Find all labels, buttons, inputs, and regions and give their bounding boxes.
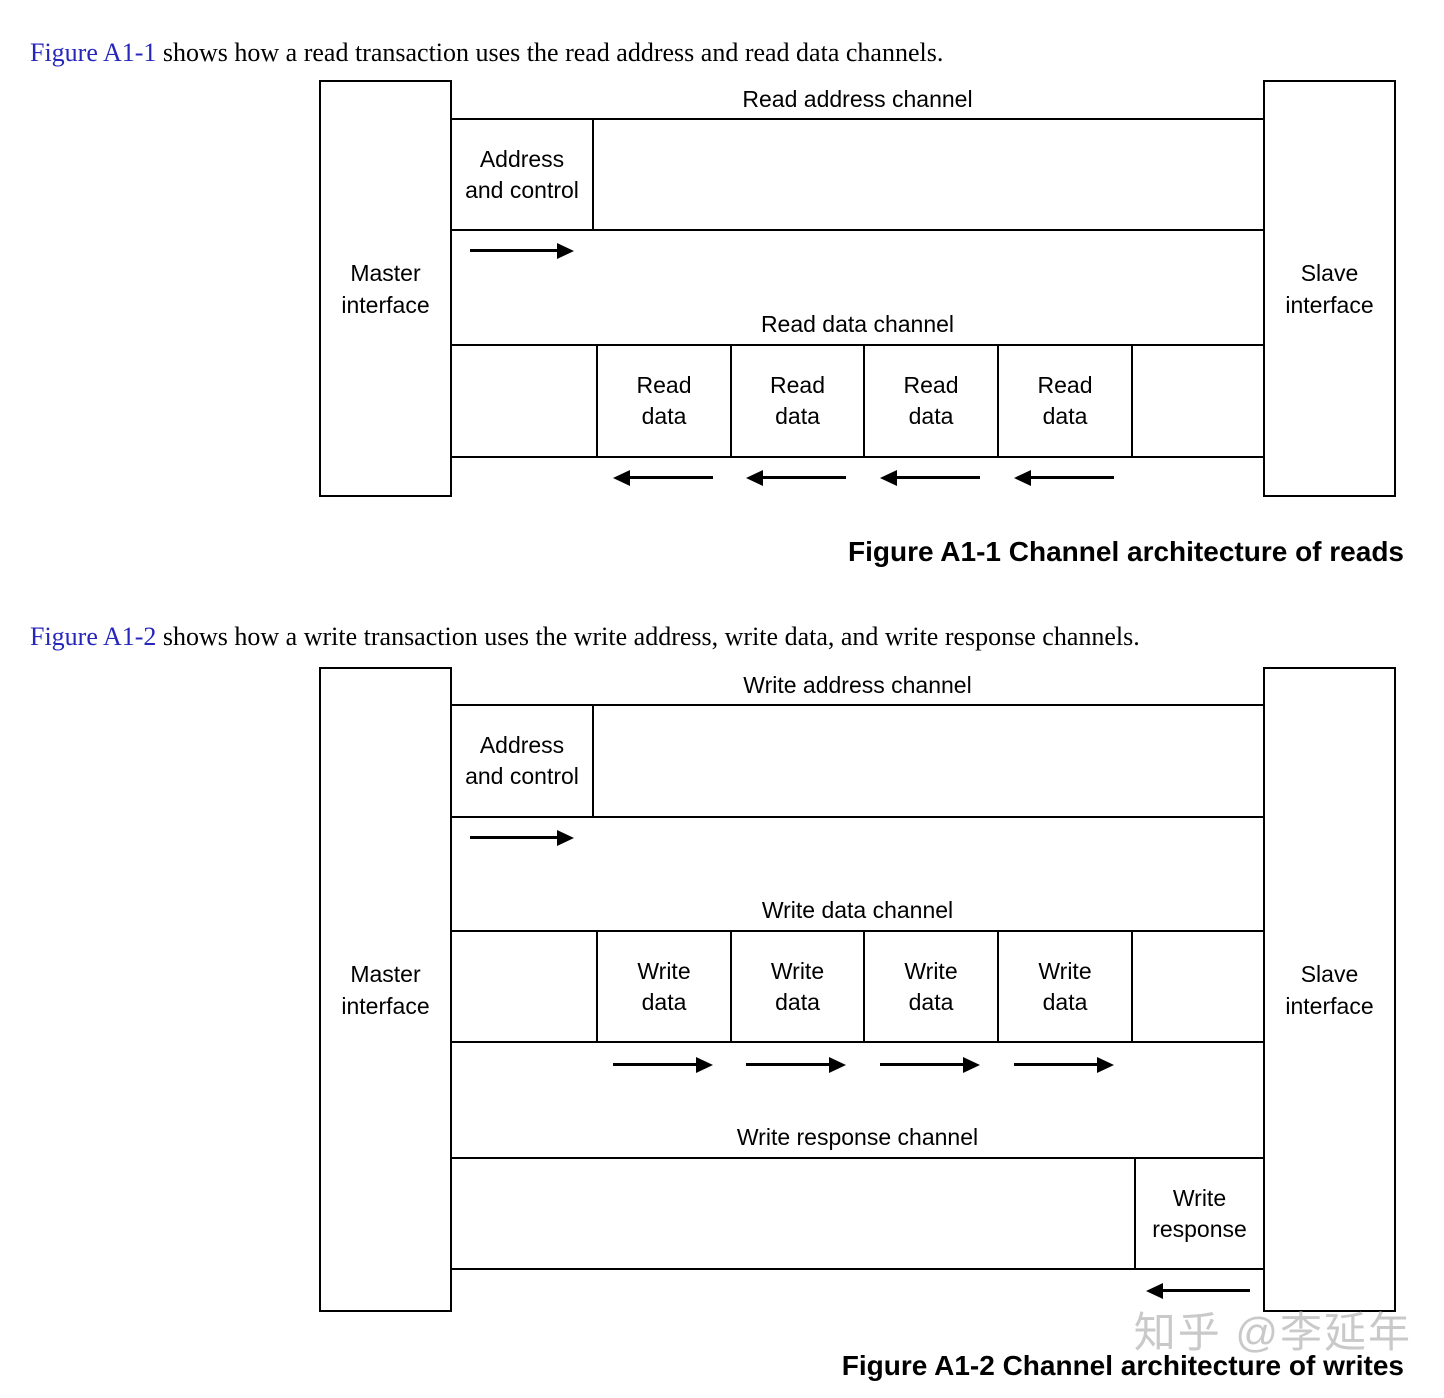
- write-data-arrow-right-icon-4: [1014, 1057, 1114, 1073]
- master-label-line2: interface: [341, 291, 430, 318]
- master-label-line1: Master: [350, 259, 421, 286]
- read-data-arrow-left-icon-2: [746, 470, 846, 486]
- figure-a1-2-caption: Figure A1-2 Channel architecture of writ…: [841, 1350, 1404, 1381]
- writes-master-interface-box: Master interface: [319, 667, 452, 1312]
- watermark: 知乎 @李延年: [1133, 1309, 1412, 1356]
- master-label-line2: interface: [341, 992, 430, 1019]
- intro-paragraph-1: Figure A1-1 shows how a read transaction…: [30, 36, 943, 70]
- slave-label-line2: interface: [1285, 291, 1374, 318]
- intro-text-1: shows how a read transaction uses the re…: [156, 38, 944, 67]
- master-label-line1: Master: [350, 960, 421, 987]
- writes-slave-interface-box: Slave interface: [1263, 667, 1396, 1312]
- read-data-arrow-left-icon-1: [613, 470, 713, 486]
- read-address-channel-label: Read address channel: [742, 86, 973, 112]
- read-data-arrow-left-icon-3: [880, 470, 980, 486]
- write-response-channel-band: Write response: [452, 1157, 1263, 1270]
- write-address-arrow-right-icon: [470, 830, 574, 846]
- slave-label-line1: Slave: [1300, 960, 1359, 987]
- write-data-band-divider: [1131, 932, 1133, 1041]
- intro-text-2: shows how a write transaction uses the w…: [156, 622, 1140, 651]
- read-data-channel-label: Read data channel: [760, 311, 955, 337]
- write-address-channel-label: Write address channel: [743, 672, 972, 698]
- read-address-channel-band: Address and control: [452, 118, 1263, 231]
- write-data-arrow-right-icon-2: [746, 1057, 846, 1073]
- write-response-box: Write response: [1134, 1159, 1263, 1268]
- address-and-control-box: Address and control: [452, 120, 594, 229]
- read-data-band-divider: [1131, 346, 1133, 456]
- figure-a1-1-caption: Figure A1-1 Channel architecture of read…: [848, 536, 1404, 567]
- slave-label-line1: Slave: [1300, 259, 1359, 286]
- write-address-channel-band: Address and control: [452, 704, 1263, 818]
- write-data-arrow-right-icon-3: [880, 1057, 980, 1073]
- intro-paragraph-2: Figure A1-2 shows how a write transactio…: [30, 620, 1140, 654]
- write-response-channel-label: Write response channel: [736, 1124, 979, 1150]
- write-data-channel-label: Write data channel: [761, 897, 954, 923]
- reads-slave-interface-box: Slave interface: [1263, 80, 1396, 497]
- write-data-arrow-right-icon-1: [613, 1057, 713, 1073]
- read-data-arrow-left-icon-4: [1014, 470, 1114, 486]
- read-address-arrow-right-icon: [470, 243, 574, 259]
- address-and-control-box: Address and control: [452, 706, 594, 816]
- write-response-arrow-left-icon: [1146, 1283, 1250, 1299]
- reads-master-interface-box: Master interface: [319, 80, 452, 497]
- slave-label-line2: interface: [1285, 992, 1374, 1019]
- figure-a1-1-link[interactable]: Figure A1-1: [30, 38, 157, 67]
- figure-a1-2-link[interactable]: Figure A1-2: [30, 622, 157, 651]
